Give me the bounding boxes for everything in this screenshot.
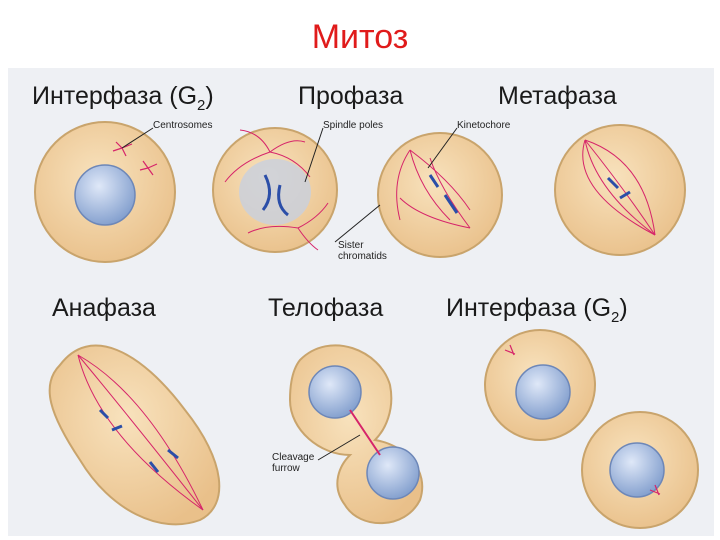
annotation-kinetochore: Kinetochore [457,120,510,131]
interphase-cell-bottom-2 [582,412,698,528]
stage-label-telophase: Телофаза [268,294,383,323]
nucleus-icon [75,165,135,225]
annotation-cleavage-furrow: Cleavage furrow [272,452,314,474]
nucleus-icon [610,443,664,497]
nucleus-icon [516,365,570,419]
annotation-sister-chromatids: Sister chromatids [338,240,387,262]
metaphase-cell [555,125,685,255]
stage-label-anaphase: Анафаза [52,294,156,323]
stage-label-prophase: Профаза [298,82,403,111]
stage-label-interphase-bottom: Интерфаза (G2) [446,294,628,326]
interphase-cell-bottom-1 [485,330,595,440]
nucleus-icon [367,447,419,499]
telophase-cell [290,345,422,523]
stage-label-interphase-top: Интерфаза (G2) [32,82,214,114]
nucleus-icon [309,366,361,418]
interphase-cell-top [35,122,175,262]
stage-label-metaphase: Метафаза [498,82,617,111]
prophase-cell [213,128,337,252]
annotation-centrosomes: Centrosomes [153,120,212,131]
annotation-spindle-poles: Spindle poles [323,120,383,131]
anaphase-cell [50,346,220,525]
